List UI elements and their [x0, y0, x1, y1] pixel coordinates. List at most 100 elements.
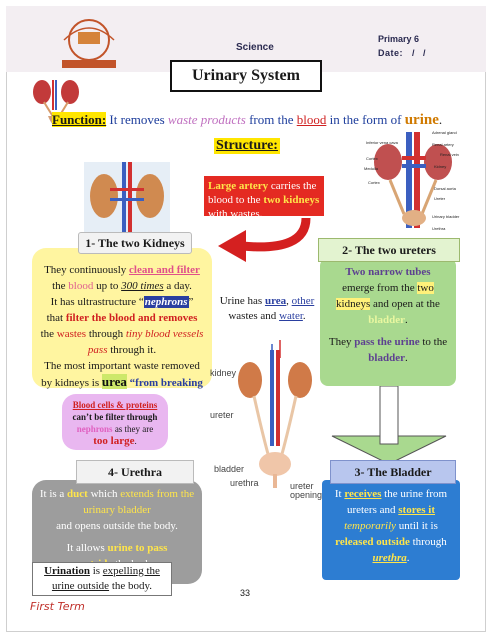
- kidney-wastes: wastes: [56, 328, 87, 340]
- urination-term: Urination: [44, 565, 90, 577]
- diagram-label-cortex: Cortex: [366, 156, 378, 161]
- diagram-label-urethra: urethra: [230, 478, 259, 488]
- bladder-released: released outside: [335, 536, 410, 548]
- kidney-text: that: [46, 312, 66, 324]
- urine-water: water: [279, 310, 303, 322]
- diagram-label-urethra: Urethra: [432, 226, 446, 231]
- kidney-text: a day.: [163, 280, 192, 292]
- function-removes: removes: [120, 112, 165, 127]
- curved-arrow-icon: [218, 217, 311, 262]
- kidney-text: the: [40, 328, 57, 340]
- kidney-text: It has ultrastructure “: [50, 296, 144, 308]
- cells-period: .: [134, 436, 137, 446]
- bladder-receives: receives: [344, 488, 382, 500]
- diagram-label-kidney: Kidney: [434, 164, 447, 169]
- bladder-urethra: urethra: [372, 552, 407, 564]
- ureters-text: to the: [419, 336, 448, 348]
- diagram-label-renal-vein: Renal vein: [440, 152, 459, 157]
- function-text: It: [106, 112, 121, 127]
- urethra-text: and: [56, 520, 75, 532]
- cells-text: can’t be filter through: [72, 412, 158, 422]
- diagram-label-cortex2: Cortex: [368, 180, 380, 185]
- ureters-tubes: Two narrow tubes: [345, 266, 431, 278]
- ureters-two: two: [417, 282, 434, 294]
- kidneys-heading: 1- The two Kidneys: [78, 232, 192, 254]
- kidney-text: up to: [93, 280, 122, 292]
- bladder-description-box: It receives the urine from ureters and s…: [322, 480, 460, 580]
- kidney-nephrons: nephrons: [143, 296, 189, 308]
- bladder-period: .: [406, 552, 410, 564]
- artery-text: carries the blood to the: [208, 180, 317, 206]
- bladder-stores: stores it: [398, 504, 436, 516]
- bladder-text: the urine from ureters and: [346, 488, 448, 516]
- cells-text: as they are: [112, 424, 154, 434]
- urethra-extends: extends from the urinary bladder: [83, 488, 195, 516]
- urethra-opens: opens outside: [74, 520, 135, 532]
- kidney-text: ”: [188, 296, 194, 308]
- urine-text: wastes and: [228, 310, 280, 322]
- ureters-text: emerge from the: [342, 282, 418, 294]
- kidney-text: The most important waste removed by kidn…: [41, 360, 200, 389]
- kidney-text: through: [86, 328, 126, 340]
- urination-expelling: expelling the: [102, 565, 160, 577]
- down-arrow-icon: [331, 386, 447, 464]
- ureters-heading: 2- The two ureters: [318, 238, 460, 262]
- kidney-text: the: [52, 280, 69, 292]
- page-number: 33: [240, 588, 251, 598]
- urinary-tract-diagram: [238, 340, 312, 488]
- kidney-times: 300 times: [121, 280, 164, 292]
- artery-text: with wastes.: [208, 208, 263, 220]
- diagram-label-ureter: ureter: [210, 410, 234, 420]
- kidney-filter: filter the blood and removes: [65, 312, 198, 324]
- urine-urea: urea: [264, 295, 287, 307]
- function-blood: blood: [296, 112, 327, 127]
- kidney-description-box: They continuously clean and filter the b…: [32, 248, 212, 405]
- date-label: Date:: [378, 48, 404, 58]
- kidney-urea: urea: [101, 374, 127, 389]
- cells-too-large: too large: [93, 435, 135, 447]
- kidney-cross-section-diagram: [374, 132, 452, 228]
- diagram-label-ureter: Ureter: [434, 196, 446, 201]
- ureters-bladder: bladder: [368, 314, 405, 326]
- ureters-bladder-2: bladder: [368, 352, 405, 364]
- diagram-label-bladder: bladder: [214, 464, 245, 474]
- diagram-label-bladder: Urinary bladder: [432, 214, 460, 219]
- function-text: in the form of: [326, 112, 405, 127]
- urethra-duct: duct: [67, 488, 88, 500]
- function-waste: waste products: [167, 112, 246, 127]
- urethra-text: It allows: [66, 542, 108, 554]
- diagram-label-adrenal: Adrenal gland: [432, 130, 457, 135]
- diagram-label-medulla: Medulla: [364, 166, 379, 171]
- urine-text: Urine has: [219, 295, 265, 307]
- urethra-text: the body.: [134, 520, 178, 532]
- ureters-text: They: [328, 336, 355, 348]
- term-label: First Term: [30, 600, 85, 613]
- urination-outside: urine outside: [51, 580, 110, 592]
- function-urine: urine: [404, 112, 439, 128]
- urethra-heading: 4- Urethra: [76, 460, 194, 484]
- urine-text: ,: [286, 295, 292, 307]
- ureters-kidneys: kidneys: [336, 298, 371, 310]
- ureters-description-box: Two narrow tubes emerge from the two kid…: [320, 258, 456, 386]
- artery-highlight: Large artery: [208, 180, 269, 192]
- bladder-temporarily: temporarily: [344, 520, 397, 532]
- diagram-label-aorta: Dorsal aorta: [434, 186, 456, 191]
- diagram-label-ureter-opening: ureter opening: [290, 481, 323, 500]
- grade-label: Primary 6: [378, 34, 420, 44]
- subject-label: Science: [236, 42, 274, 53]
- kidney-vessels: tiny blood vessels pass: [87, 328, 204, 356]
- ureters-period: .: [404, 314, 408, 326]
- function-text: from the: [245, 112, 297, 127]
- ureters-period: .: [404, 352, 408, 364]
- ureters-text: and open at the: [370, 298, 440, 310]
- function-label: Function:: [52, 112, 107, 127]
- structure-heading: Structure:: [214, 138, 280, 154]
- ureters-pass: pass the urine: [354, 336, 420, 348]
- date-slashes: / /: [412, 48, 426, 58]
- bladder-text: It: [334, 488, 345, 500]
- page-title: Urinary System: [170, 60, 322, 92]
- urination-text: the body.: [109, 580, 153, 592]
- urine-period: .: [302, 310, 306, 322]
